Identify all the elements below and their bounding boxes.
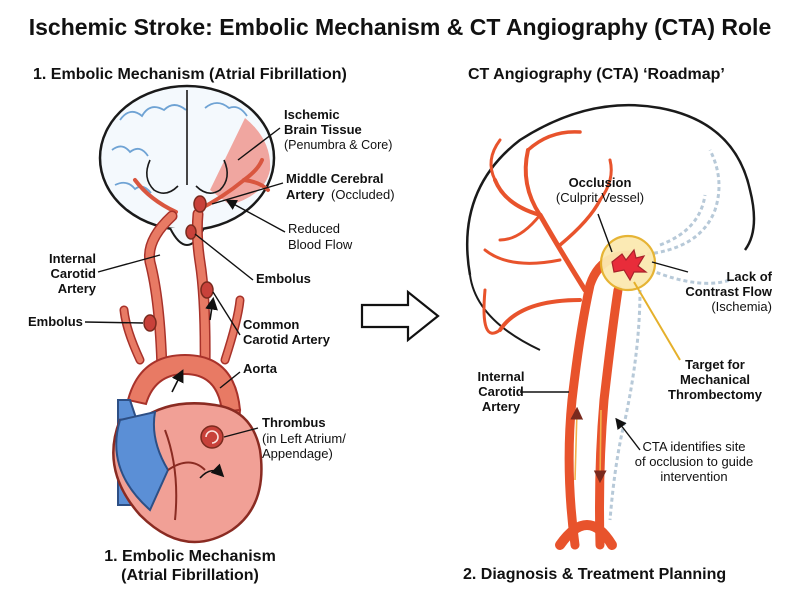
embolus-clots [143,195,214,332]
label-ica-left-2: Carotid [50,266,97,281]
label-target: Target for [685,357,745,372]
right-panel-heading: CT Angiography (CTA) ‘Roadmap’ [468,66,725,83]
label-ischemic-tissue-3: (Penumbra & Core) [284,138,393,152]
label-ischemic-tissue: Ischemic [284,107,340,122]
label-target-3: Thrombectomy [668,387,762,402]
page-title: Ischemic Stroke: Embolic Mechanism & CT … [28,14,772,40]
label-embolus-right: Embolus [256,271,311,286]
label-cca-2: Carotid Artery [243,332,330,347]
label-ica-left-3: Artery [57,281,96,296]
occlusion-clot [611,248,648,282]
label-aorta: Aorta [243,361,277,376]
label-ica-right: Internal [477,369,525,384]
left-leader-lines [84,127,286,438]
target-zone [599,234,657,292]
label-lack-flow-3: (Ischemia) [711,299,772,314]
label-reduced-flow: Reduced [288,221,341,236]
label-lack-flow-2: Contrast Flow [685,284,772,299]
label-target-2: Mechanical [679,372,751,387]
label-occlusion: Occlusion [568,175,632,190]
label-ica-right-3: Artery [481,399,521,414]
label-ica-right-2: Carotid [478,384,524,399]
label-embolus-left: Embolus [28,314,83,329]
label-ischemic-tissue-2: Brain Tissue [284,122,362,137]
transition-arrow [360,289,440,343]
cta-vessel-tree [482,130,635,550]
label-occlusion-2: (Culprit Vessel) [555,190,645,205]
label-thrombus-3: Appendage) [262,446,333,461]
label-ica-left: Internal [49,251,96,266]
ghost-vessels [608,149,731,521]
carotid-arteries [119,208,245,376]
label-reduced-flow-2: Blood Flow [288,237,353,252]
left-caption-2: (Atrial Fibrillation) [121,567,259,584]
right-leader-lines [520,213,689,451]
label-thrombus-2: (in Left Atrium/ [262,431,346,446]
brain-coronal [98,84,276,246]
label-cta-note: CTA identifies site [642,439,746,454]
label-thrombus: Thrombus [262,415,326,430]
label-mca-3: (Occluded) [331,187,395,202]
left-panel-heading: 1. Embolic Mechanism (Atrial Fibrillatio… [33,66,347,83]
label-cta-note-3: intervention [660,469,728,484]
flow-arrows [570,406,607,484]
cta-skull [466,103,756,351]
label-mca-2: Artery [286,187,325,202]
heart [112,296,263,544]
label-mca: Middle Cerebral [286,171,384,186]
label-lack-flow: Lack of [726,269,772,284]
label-cca: Common [243,317,300,332]
right-caption: 2. Diagnosis & Treatment Planning [463,566,727,583]
label-cta-note-2: of occlusion to guide [634,454,754,469]
left-caption-1: 1. Embolic Mechanism [104,548,276,565]
